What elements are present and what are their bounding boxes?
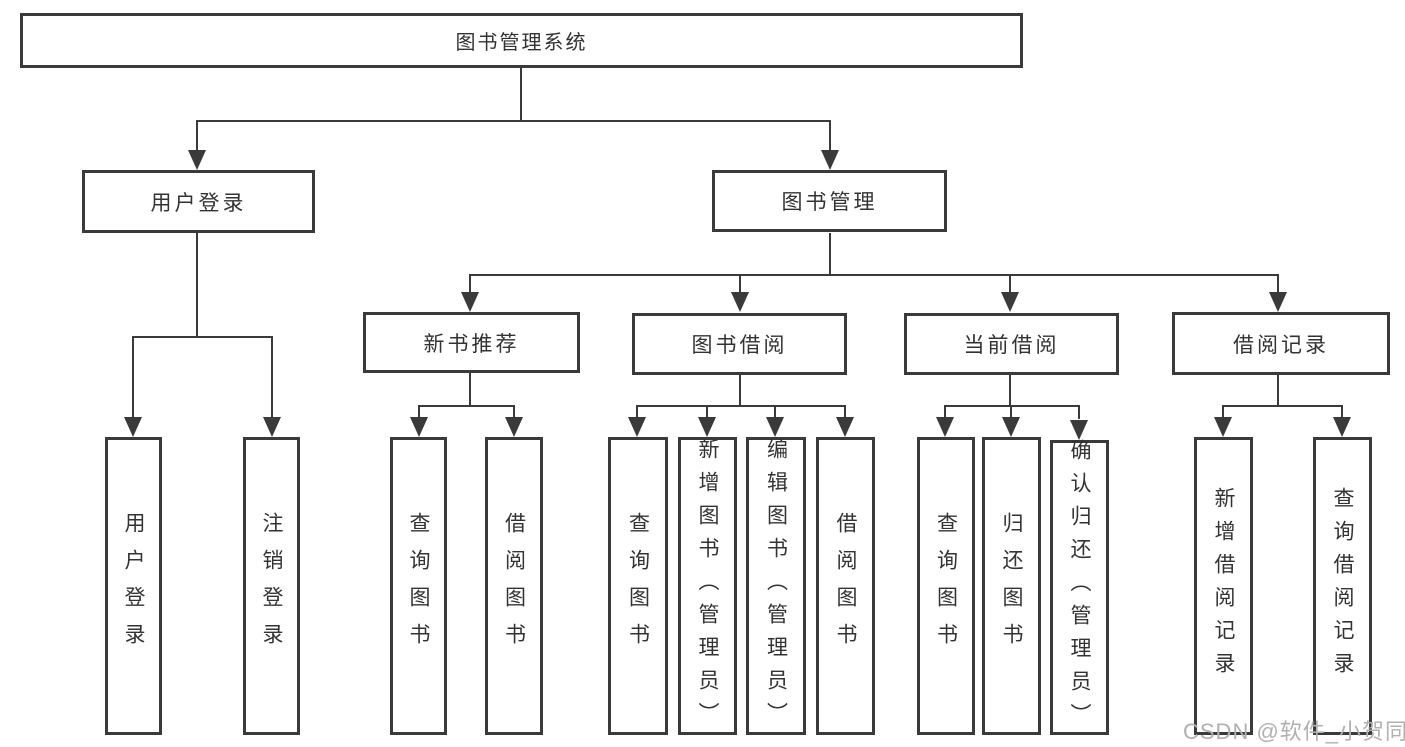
node-label: 新书推荐 xyxy=(423,332,520,356)
node-new-book-recommendation: 新书推荐 xyxy=(363,312,580,373)
arrowhead-down xyxy=(698,417,716,437)
arrowhead-down xyxy=(1070,420,1088,440)
connector-line xyxy=(133,336,273,338)
connector-line xyxy=(196,233,198,336)
node-label: 查询图书 xyxy=(626,512,650,660)
arrowhead-down xyxy=(1214,417,1232,437)
connector-line xyxy=(944,405,946,419)
leaf-add-books-admin: 新增图书（管理员） xyxy=(678,437,737,735)
node-borrowing-records: 借阅记录 xyxy=(1172,312,1390,375)
node-user-login-module: 用户登录 xyxy=(82,170,315,233)
connector-line xyxy=(469,274,471,294)
node-label: 当前借阅 xyxy=(963,334,1060,357)
leaf-query-books-recommendation: 查询图书 xyxy=(390,437,447,735)
node-label: 编辑图书（管理员） xyxy=(764,437,788,735)
node-label: 新增图书（管理员） xyxy=(696,437,719,735)
node-label: 查询图书 xyxy=(407,512,430,660)
leaf-add-borrow-record: 新增借阅记录 xyxy=(1194,437,1253,735)
leaf-return-books: 归还图书 xyxy=(982,437,1041,735)
arrowhead-down xyxy=(188,150,206,170)
leaf-query-books-current: 查询图书 xyxy=(917,437,975,735)
node-label: 查询借阅记录 xyxy=(1331,487,1354,685)
leaf-borrow-books: 借阅图书 xyxy=(816,437,875,735)
arrowhead-down xyxy=(1002,417,1020,437)
arrowhead-down xyxy=(461,292,479,312)
node-label: 查询图书 xyxy=(934,512,958,660)
connector-line xyxy=(132,336,134,421)
node-label: 用户登录 xyxy=(150,191,247,215)
connector-line xyxy=(739,274,741,294)
connector-line xyxy=(706,405,708,419)
node-label: 用户登录 xyxy=(122,512,145,660)
arrowhead-down xyxy=(836,417,854,437)
arrowhead-down xyxy=(410,417,428,437)
connector-line xyxy=(739,375,741,405)
node-current-borrowing: 当前借阅 xyxy=(904,313,1119,375)
node-label: 图书管理系统 xyxy=(455,32,588,54)
connector-line xyxy=(1009,274,1011,294)
arrowhead-down xyxy=(505,417,523,437)
node-label: 新增借阅记录 xyxy=(1212,487,1235,685)
connector-line xyxy=(1341,405,1343,419)
leaf-edit-books-admin: 编辑图书（管理员） xyxy=(746,437,806,735)
arrowhead-down xyxy=(936,417,954,437)
connector-line xyxy=(196,120,198,153)
connector-line xyxy=(829,120,831,153)
connector-line xyxy=(520,68,522,120)
node-label: 注销登录 xyxy=(260,512,283,660)
connector-line xyxy=(469,373,471,405)
connector-line xyxy=(774,405,776,419)
arrowhead-down xyxy=(1333,417,1351,437)
node-label: 归还图书 xyxy=(1000,512,1023,660)
leaf-user-login: 用户登录 xyxy=(105,437,162,735)
connector-line xyxy=(636,405,638,419)
leaf-query-books-borrowing: 查询图书 xyxy=(608,437,668,735)
connector-line xyxy=(637,405,845,407)
arrowhead-down xyxy=(124,417,142,437)
connector-line xyxy=(271,336,273,421)
node-label: 借阅图书 xyxy=(834,512,857,660)
csdn-watermark: CSDN @软件_小贺同学 xyxy=(1183,719,1405,744)
arrowhead-down xyxy=(1269,292,1287,312)
connector-line xyxy=(1222,405,1224,419)
arrowhead-down xyxy=(766,417,784,437)
arrowhead-down xyxy=(263,417,281,437)
arrowhead-down xyxy=(628,417,646,437)
arrowhead-down xyxy=(1001,292,1019,312)
connector-line xyxy=(418,405,420,419)
node-book-management-module: 图书管理 xyxy=(712,170,947,232)
leaf-logout: 注销登录 xyxy=(243,437,300,735)
connector-line xyxy=(513,405,515,419)
connector-line xyxy=(1223,405,1343,407)
node-label: 确认归还（管理员） xyxy=(1068,439,1091,736)
node-book-borrowing: 图书借阅 xyxy=(632,313,847,375)
node-label: 借阅图书 xyxy=(502,512,526,660)
connector-line xyxy=(419,405,515,407)
leaf-borrow-books-recommendation: 借阅图书 xyxy=(485,437,543,735)
connector-line xyxy=(1277,375,1279,405)
node-label: 借阅记录 xyxy=(1233,333,1329,357)
connector-line xyxy=(844,405,846,419)
connector-line xyxy=(945,405,1079,407)
connector-line xyxy=(1078,405,1080,419)
node-label: 图书管理 xyxy=(781,191,878,214)
leaf-confirm-return-admin: 确认归还（管理员） xyxy=(1050,439,1109,736)
node-label: 图书借阅 xyxy=(691,334,788,357)
node-library-management-system: 图书管理系统 xyxy=(20,13,1023,68)
leaf-query-borrow-record: 查询借阅记录 xyxy=(1313,437,1372,735)
connector-line xyxy=(1009,375,1011,405)
connector-line xyxy=(829,233,831,274)
arrowhead-down xyxy=(731,292,749,312)
connector-line xyxy=(470,274,1278,276)
connector-line xyxy=(1277,274,1279,294)
connector-line xyxy=(197,120,831,122)
connector-line xyxy=(1010,405,1012,419)
arrowhead-down xyxy=(821,150,839,170)
